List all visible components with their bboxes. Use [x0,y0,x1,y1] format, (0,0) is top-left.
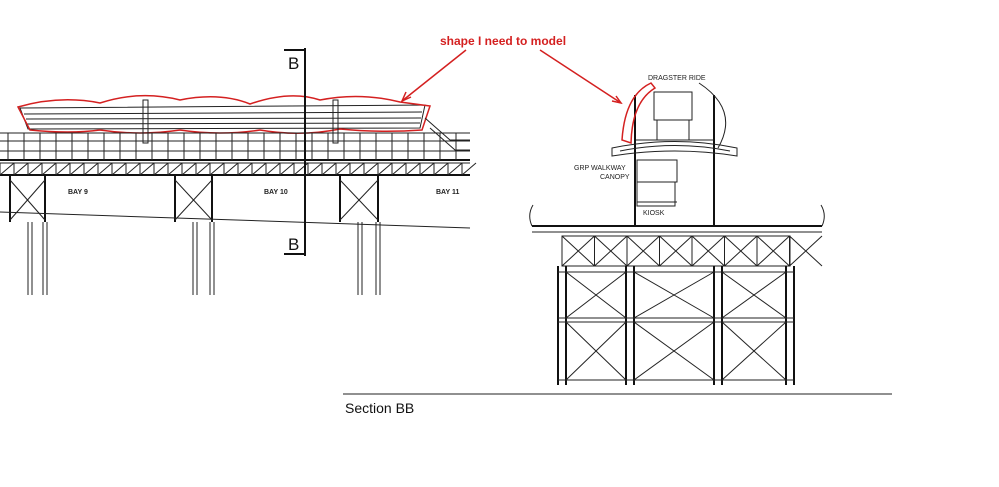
section-marker-bottom: B [288,235,299,254]
drawing-line [594,235,628,267]
annotation-note: shape I need to model [440,34,566,48]
drawing-line [0,162,15,176]
drawing-line [167,162,183,176]
drawing-line [721,271,787,319]
drawing-line [237,162,253,176]
drawing-line [447,162,463,176]
drawing-line [223,162,239,176]
annotation-arrow-right [539,49,622,104]
drawing-line [721,321,787,381]
drawing-line [41,162,57,176]
dragster-ride-label: DRAGSTER RIDE [648,75,706,82]
modelled-canopy-outline [16,94,431,135]
drawing-line [181,162,197,176]
drawing-line [55,162,71,176]
grp-walkway-label: GRP WALKWAY [574,165,626,172]
drawing-line [139,162,155,176]
drawing-line [195,162,211,176]
bay-9-label: BAY 9 [68,189,88,196]
drawing-line [565,321,627,381]
canopy-label: CANOPY [600,174,630,181]
drawing-line [691,235,725,267]
drawing-line [111,162,127,176]
kiosk-label: KIOSK [643,210,665,217]
drawing-line [405,162,421,176]
drawing-line [565,271,627,319]
drawing-line [265,162,281,176]
bay-11-label: BAY 11 [436,189,459,196]
drawing-line [335,162,351,176]
drawing-line [251,162,267,176]
drawing-line [363,162,379,176]
drawing-line [97,162,113,176]
drawing-line [626,235,660,267]
section-caption: Section BB [345,400,414,416]
drawing-line [83,162,99,176]
arrowhead-right-icon [611,95,623,105]
drawing-line [125,162,141,176]
pier-elevation: BAY 9 BAY 10 BAY 11 [0,94,477,295]
drawing-line [69,162,85,176]
drawing-line [433,162,449,176]
drawing-line [9,179,46,221]
drawing-line [279,162,295,176]
drawing-line [153,162,169,176]
drawing-line [461,162,477,176]
drawing-line [349,162,365,176]
drawing-line [27,162,43,176]
drawing-line [174,179,213,221]
section-bb: DRAGSTER RIDE GRP WALKWAY CANOPY KIOSK [343,75,892,395]
drawing-line [307,162,323,176]
drawing-line [789,235,823,267]
arrowhead-left-icon [400,91,412,103]
annotation-arrow-left [401,49,467,102]
section-marker-top: B [288,54,299,73]
modelled-ride-arc [621,82,657,145]
drawing-line [13,162,29,176]
drawing-line [321,162,337,176]
drawing-line [724,235,758,267]
drawing-line [633,321,715,381]
bay-10-label: BAY 10 [264,189,288,196]
drawing-line [339,179,379,221]
drawing-line [756,235,790,267]
section-cut-marker: B B [284,48,306,256]
drawing-line [561,235,595,267]
drawing-line [633,271,715,319]
drawing-line [419,162,435,176]
drawing-line [209,162,225,176]
drawing-line [377,162,393,176]
drawing-line [391,162,407,176]
drawing-line [659,235,693,267]
